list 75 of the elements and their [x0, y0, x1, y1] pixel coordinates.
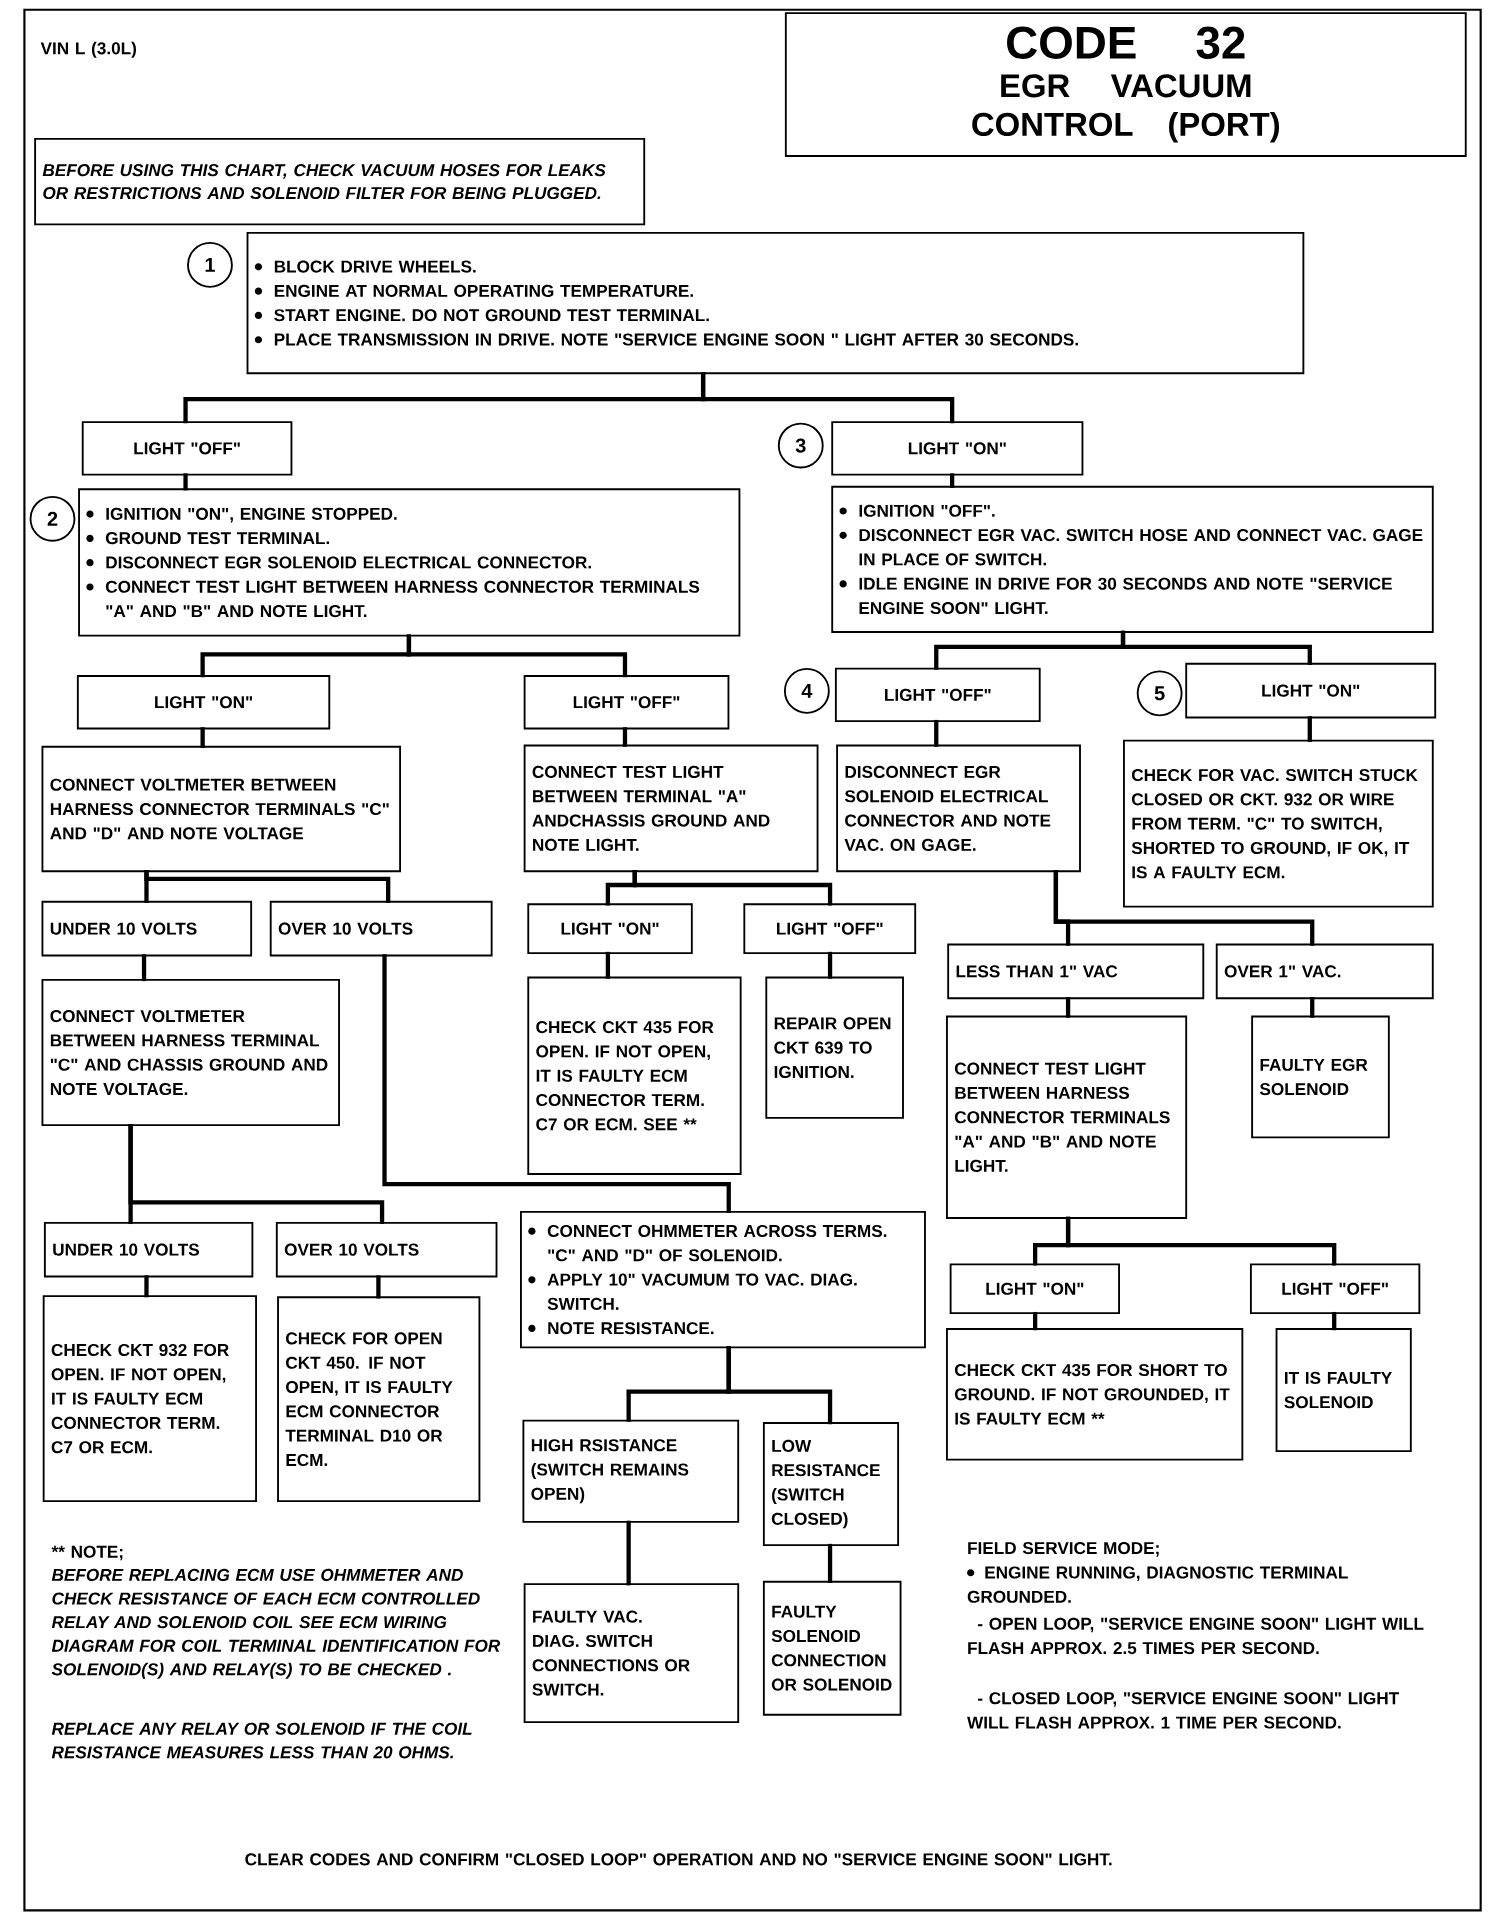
action-box: CHECK FOR OPEN CKT 450. IF NOT OPEN, IT IS FAULTY ECM CONNECTOR TERMINAL D10 OR ECM. [277, 1296, 481, 1503]
result-box: LIGHT "OFF" [523, 675, 730, 730]
result-box: LIGHT "OFF" [81, 421, 293, 476]
title-box: CODE 32 EGR VACUUM CONTROL (PORT) [784, 12, 1467, 157]
action-box: CONNECT VOLTMETER BETWEEN HARNESS CONNECTOR TERMINALS "C" AND "D" AND NOTE VOLTAGE [41, 745, 402, 873]
connector-line [726, 1346, 833, 1425]
connector-line [200, 727, 205, 748]
connector-line [1066, 997, 1071, 1018]
connector-line [1307, 716, 1312, 742]
connector-line [1332, 1311, 1337, 1331]
result-box: LESS THAN 1" VAC [947, 943, 1205, 1000]
connector-line [1066, 1216, 1337, 1266]
instruction-box: BLOCK DRIVE WHEELS. ENGINE AT NORMAL OPERATING TEMPERATURE. START ENGINE. DO NOT GROUND TEST TERMINAL. PLACE TRANSMISSION IN DRIVE. NOTE "SERVICE ENGINE SOON " LIGHT AFTER 30 SECONDS. [246, 231, 1305, 375]
connector-line [144, 1275, 149, 1298]
note-text: ENGINE RUNNING, DIAGNOSTIC TERMINAL GROUNDED. [967, 1566, 1348, 1603]
connector-line [828, 1543, 833, 1583]
note-heading: ** NOTE; [51, 1545, 123, 1561]
action-box: FAULTY SOLENOID CONNECTION OR SOLENOID [763, 1580, 902, 1716]
result-box: LIGHT "ON" [76, 675, 331, 730]
connector-line [701, 372, 955, 424]
result-box: LIGHT "ON" [831, 421, 1084, 476]
footer-text: CLEAR CODES AND CONFIRM "CLOSED LOOP" OPERATION AND NO "SERVICE ENGINE SOON" LIGHT. [245, 1853, 1112, 1866]
action-box: CHECK CKT 932 FOR OPEN. IF NOT OPEN, IT IS FAULTY ECM CONNECTOR TERM. C7 OR ECM. [42, 1295, 258, 1503]
result-box: OVER 10 VOLTS [275, 1221, 498, 1278]
connector-line [128, 1123, 385, 1225]
connector-line [950, 473, 955, 488]
connector-line [622, 727, 628, 747]
note-text: - OPEN LOOP, "SERVICE ENGINE SOON" LIGHT WILL FLASH APPROX. 2.5 TIMES PER SECOND. [968, 1617, 1424, 1655]
action-box: IT IS FAULTY SOLENOID [1275, 1328, 1412, 1452]
connector-line [183, 473, 188, 491]
connector-line [382, 954, 731, 1214]
connector-line [934, 719, 939, 747]
result-box: OVER 1" VAC. [1215, 943, 1434, 1000]
result-box: UNDER 10 VOLTS [44, 1221, 254, 1278]
action-box: CHECK CKT 435 FOR SHORT TO GROUND. IF NOT GROUNDED, IT IS FAULTY ECM ** [946, 1328, 1244, 1461]
result-box: LIGHT "OFF" [743, 903, 917, 954]
action-box: CONNECT TEST LIGHT BETWEEN HARNESS CONNECTOR TERMINALS "A" AND "B" AND NOTE LIGHT. [946, 1015, 1188, 1219]
connector-line [828, 951, 833, 979]
connector-line [632, 870, 833, 906]
instruction-box: IGNITION "ON", ENGINE STOPPED. GROUND TEST TERMINAL. DISCONNECT EGR SOLENOID ELECTRICAL CONNECTOR. CONNECT TEST LIGHT BETWEEN HARNESS CONNECTOR TERMINALS "A" AND "B" AND NOTE LIGHT. [78, 488, 741, 637]
action-box: CHECK FOR VAC. SWITCH STUCK CLOSED OR CKT. 932 OR WIRE FROM TERM. "C" TO SWITCH, SHORTED TO GROUND, IF OK, IT IS A FAULTY ECM. [1123, 739, 1434, 908]
action-box: REPAIR OPEN CKT 639 TO IGNITION. [765, 976, 904, 1119]
engine-label: VIN L (3.0L) [40, 41, 137, 58]
action-box: CONNECT VOLTMETER BETWEEN HARNESS TERMINAL "C" AND CHASSIS GROUND AND NOTE VOLTAGE. [41, 979, 341, 1127]
note-text: - CLOSED LOOP, "SERVICE ENGINE SOON" LIGHT WILL FLASH APPROX. 1 TIME PER SECOND. [967, 1692, 1400, 1729]
connector-line [406, 634, 628, 678]
result-box: LIGHT "ON" [527, 903, 693, 954]
action-box: FAULTY VAC. DIAG. SWITCH CONNECTIONS OR SWITCH. [523, 1583, 740, 1723]
connector-line [141, 954, 147, 982]
connector-line [1120, 630, 1312, 665]
instruction-box: CONNECT OHMMETER ACROSS TERMS. "C" AND "D" OF SOLENOID. APPLY 10" VACUMUM TO VAC. DIAG. SWITCH. NOTE RESISTANCE. [520, 1210, 926, 1349]
connector-line [626, 1520, 631, 1586]
connector-line [1310, 997, 1315, 1018]
action-box: CONNECT TEST LIGHT BETWEEN TERMINAL "A" ANDCHASSIS GROUND AND NOTE LIGHT. [523, 744, 819, 873]
result-box: LIGHT "OFF" [835, 667, 1041, 723]
connector-line [1033, 1311, 1038, 1331]
note-text: BEFORE REPLACING ECM USE OHMMETER AND CHECK RESISTANCE OF EACH ECM CONTROLLED RELAY AND SOLENOID COIL SEE ECM WIRING DIAGRAM FOR COIL TERMINAL IDENTIFICATION FOR SOLENOID(S) AND RELAY(S) TO BE CHECKED . [51, 1568, 501, 1679]
instruction-box: IGNITION "OFF". DISCONNECT EGR VAC. SWITCH HOSE AND CONNECT VAC. GAGE IN PLACE OF SWITCH. IDLE ENGINE IN DRIVE FOR 30 SECONDS AND NOTE "SERVICE ENGINE SOON" LIGHT. [831, 485, 1434, 633]
action-box: LOW RESISTANCE (SWITCH CLOSED) [763, 1422, 900, 1546]
result-box: LIGHT "ON" [949, 1263, 1121, 1315]
note-text: REPLACE ANY RELAY OR SOLENOID IF THE COIL RESISTANCE MEASURES LESS THAN 20 OHMS. [51, 1722, 472, 1759]
connector-line [1053, 870, 1315, 946]
action-box: DISCONNECT EGR SOLENOID ELECTRICAL CONNECTOR AND NOTE VAC. ON GAGE. [836, 744, 1081, 873]
result-box: LIGHT "OFF" [1250, 1263, 1421, 1315]
action-box: HIGH RSISTANCE (SWITCH REMAINS OPEN) [522, 1419, 740, 1523]
action-box: CHECK CKT 435 FOR OPEN. IF NOT OPEN, IT IS FAULTY ECM CONNECTOR TERM. C7 OR ECM. SEE ** [527, 976, 742, 1175]
connector-line [144, 870, 391, 903]
result-box: LIGHT "ON" [1185, 662, 1437, 719]
result-box: UNDER 10 VOLTS [41, 900, 253, 957]
connector-line [605, 951, 611, 979]
connector-line [376, 1275, 381, 1299]
action-box: FAULTY EGR SOLENOID [1251, 1015, 1390, 1139]
result-box: OVER 10 VOLTS [269, 900, 493, 957]
note-heading: FIELD SERVICE MODE; [968, 1542, 1159, 1557]
note-box: BEFORE USING THIS CHART, CHECK VACUUM HOSES FOR LEAKS OR RESTRICTIONS AND SOLENOID FILTER FOR BEING PLUGGED. [34, 137, 646, 226]
